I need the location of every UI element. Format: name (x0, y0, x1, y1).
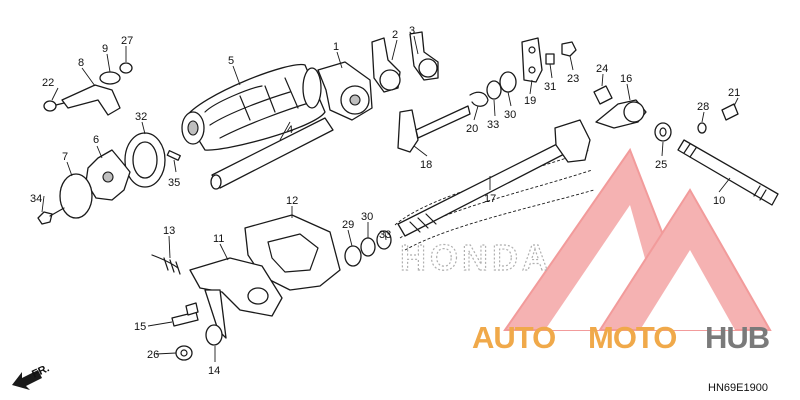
callout-label-14: 14 (208, 365, 220, 377)
callout-label-24: 24 (596, 63, 608, 75)
part-oil-seal (124, 132, 166, 188)
callout-label-18: 18 (420, 159, 432, 171)
part-washer-33-lower (376, 230, 392, 250)
callout-label-33-lower: 33 (379, 229, 391, 241)
callout-label-9: 9 (102, 43, 108, 55)
leader-lines (41, 35, 739, 362)
callout-label-1: 1 (333, 41, 339, 53)
part-gasket (59, 173, 93, 219)
part-drum-center (397, 105, 471, 153)
part-nut-23 (561, 41, 577, 57)
front-direction-arrow-icon: FR. (12, 362, 51, 390)
callout-label-4: 4 (287, 124, 293, 136)
callout-label-7: 7 (62, 151, 68, 163)
honda-wing-mark: HONDA (394, 149, 595, 279)
callout-label-21: 21 (728, 87, 740, 99)
part-bracket-19 (521, 37, 543, 83)
part-washer-30-lower (360, 237, 376, 257)
callout-label-6: 6 (93, 134, 99, 146)
watermark-brand: AUTO MOTO HUB (472, 320, 770, 355)
callout-label-23: 23 (567, 73, 579, 85)
part-clip-24 (593, 85, 613, 105)
callout-label-13: 13 (163, 225, 175, 237)
callout-label-30-upper: 30 (504, 109, 516, 121)
part-washer-33-upper (486, 80, 502, 100)
part-bolt-21 (721, 103, 739, 121)
callout-label-34: 34 (30, 193, 42, 205)
part-washer-26 (175, 345, 193, 361)
callout-labels: 1 2 3 4 5 6 7 8 9 10 11 12 13 14 15 16 1… (30, 25, 740, 377)
callout-label-19: 19 (524, 95, 536, 107)
part-shift-fork-1 (317, 61, 373, 121)
callout-label-8: 8 (78, 57, 84, 69)
watermark-brand-part1: AUTO (472, 320, 555, 355)
callout-label-11: 11 (213, 233, 224, 245)
part-bolt (37, 207, 65, 225)
part-fork-shaft (210, 117, 334, 190)
part-dowel-31 (545, 53, 555, 65)
part-shift-fork-2 (371, 37, 401, 93)
honda-mark-text: HONDA (400, 237, 552, 278)
part-gearshift-arm (189, 257, 283, 346)
callout-label-25: 25 (655, 159, 667, 171)
part-gearshift-shaft-10 (677, 139, 779, 206)
callout-label-20: 20 (466, 123, 478, 135)
part-seal-25 (654, 122, 672, 142)
callout-label-26: 26 (147, 349, 159, 361)
callout-label-28: 28 (697, 101, 709, 113)
part-gearshift-plate (244, 214, 341, 291)
part-washer-28 (697, 122, 707, 134)
part-washer-30-upper (499, 71, 517, 93)
part-shift-drum (181, 63, 326, 151)
callout-label-5: 5 (228, 55, 234, 67)
callout-label-17: 17 (484, 193, 496, 205)
callout-label-29: 29 (342, 219, 354, 231)
watermark-brand-part3: HUB (705, 320, 769, 355)
callout-label-33-upper: 33 (487, 119, 499, 131)
callout-label-27: 27 (121, 35, 133, 47)
part-spring-20 (469, 91, 489, 107)
callout-label-31: 31 (544, 81, 556, 93)
part-stopper-arm (43, 62, 133, 116)
callout-label-2: 2 (392, 29, 398, 41)
callout-label-22: 22 (42, 77, 54, 89)
part-return-spring (151, 254, 181, 275)
watermark-brand-part2: MOTO (588, 320, 676, 355)
callout-label-10: 10 (713, 195, 725, 207)
part-shift-fork-3 (409, 31, 439, 81)
callout-label-32: 32 (135, 111, 147, 123)
part-gearshift-spindle (397, 119, 591, 237)
part-collar-bolt (171, 302, 199, 327)
callout-label-3: 3 (409, 25, 415, 37)
part-washer-29 (344, 245, 362, 267)
diagram-code: HN69E1900 (708, 382, 768, 394)
callout-label-30-lower: 30 (361, 211, 373, 223)
callout-label-35: 35 (168, 177, 180, 189)
part-shift-lever-16 (595, 99, 647, 129)
watermark-logo-icon (503, 147, 772, 331)
part-dowel-pin (166, 150, 181, 161)
callout-label-12: 12 (286, 195, 298, 207)
part-star-plate (85, 149, 131, 201)
callout-label-16: 16 (620, 73, 632, 85)
front-direction-label: FR. (30, 362, 51, 380)
callout-label-15: 15 (134, 321, 146, 333)
